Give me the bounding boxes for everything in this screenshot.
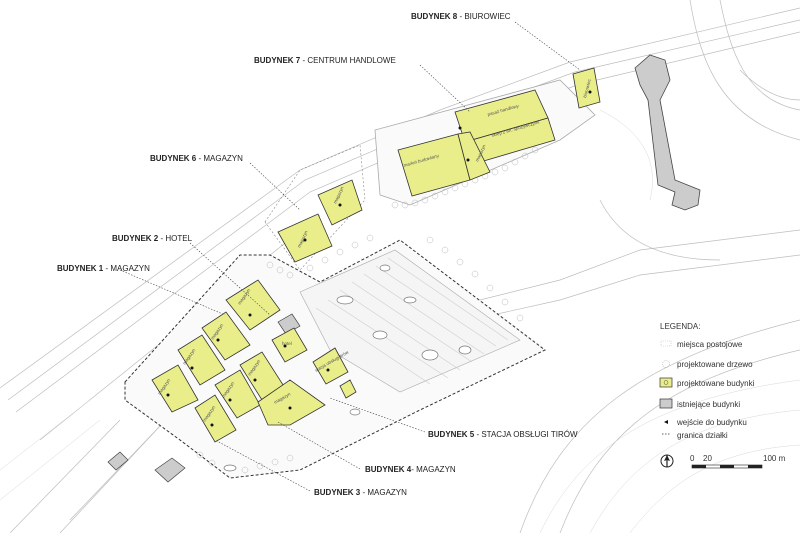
legend-title: LEGENDA:	[660, 322, 700, 331]
projected-buildings	[151, 67, 601, 443]
legend-item-boundary: granica działki	[662, 431, 728, 440]
building-3-c	[194, 394, 237, 443]
building-2	[271, 327, 308, 363]
building-6-b	[277, 213, 333, 263]
building-4	[257, 379, 326, 426]
projected-building-swatch-icon	[659, 377, 673, 388]
building-5	[312, 347, 349, 385]
building-entrances	[166, 90, 592, 427]
callout-building-5: BUDYNEK 5 - STACJA OBSŁUGI TIRÓW	[428, 430, 578, 439]
building-1-b	[201, 311, 251, 361]
callout-building-4: BUDYNEK 4- MAGAZYN	[365, 465, 456, 474]
callout-building-7: BUDYNEK 7 - CENTRUM HANDLOWE	[254, 56, 396, 65]
legend-label-boundary: granica działki	[677, 431, 728, 440]
building-6-a	[317, 179, 363, 226]
building-7-middle	[457, 131, 491, 181]
legend-label-tree: projektowane drzewo	[677, 360, 753, 369]
legend-label-existing: istniejące budynki	[677, 400, 740, 409]
callout-building-2: BUDYNEK 2 - HOTEL	[112, 234, 193, 243]
building-1-a	[225, 279, 281, 331]
existing-tower	[634, 54, 701, 211]
building-5-kiosk	[339, 379, 357, 399]
legend-label-entrance: wejście do budynku	[676, 418, 747, 427]
contour-lines	[0, 109, 800, 534]
legend-item-tree: projektowane drzewo	[662, 360, 753, 369]
plot-boundary-north	[264, 144, 366, 271]
legend: LEGENDA: miejsca postojowe projektowane …	[659, 322, 755, 440]
callout-building-1: BUDYNEK 1 - MAGAZYN	[57, 264, 150, 273]
tree-symbol-icon	[662, 360, 670, 368]
scale-tick-100m: 100 m	[763, 454, 786, 463]
building-8	[572, 67, 601, 109]
scale-bar: 0 20 100 m	[690, 454, 786, 469]
existing-building-swatch-icon	[659, 398, 673, 409]
callout-building-6: BUDYNEK 6 - MAGAZYN	[150, 154, 243, 163]
b8-inner-label: biurowiec	[582, 78, 592, 98]
scale-tick-20: 20	[703, 454, 712, 463]
entrance-arrow-icon	[664, 420, 668, 424]
parking-islands	[223, 264, 472, 472]
scale-tick-0: 0	[690, 454, 695, 463]
legend-item-projected: projektowane budynki	[659, 377, 755, 388]
b2-inner-label: hotel	[282, 341, 292, 346]
building-callouts: BUDYNEK 8 - BIUROWIEC BUDYNEK 7 - CENTRU…	[57, 12, 578, 497]
north-arrow-icon	[660, 454, 674, 468]
leader-lines	[119, 21, 581, 492]
parking-stripes	[315, 257, 509, 385]
legend-label-parking: miejsca postojowe	[677, 340, 743, 349]
legend-item-existing: istniejące budynki	[659, 398, 740, 409]
legend-item-entrance: wejście do budynku	[664, 418, 747, 427]
building-1-d	[151, 364, 199, 413]
tree-rows	[196, 146, 539, 474]
legend-item-parking: miejsca postojowe	[660, 340, 743, 349]
callout-building-3: BUDYNEK 3 - MAGAZYN	[314, 488, 407, 497]
building-1-c	[177, 334, 226, 386]
legend-label-projected: projektowane budynki	[677, 379, 755, 388]
callout-building-8: BUDYNEK 8 - BIUROWIEC	[411, 12, 511, 21]
parking-symbol-icon	[660, 340, 672, 347]
